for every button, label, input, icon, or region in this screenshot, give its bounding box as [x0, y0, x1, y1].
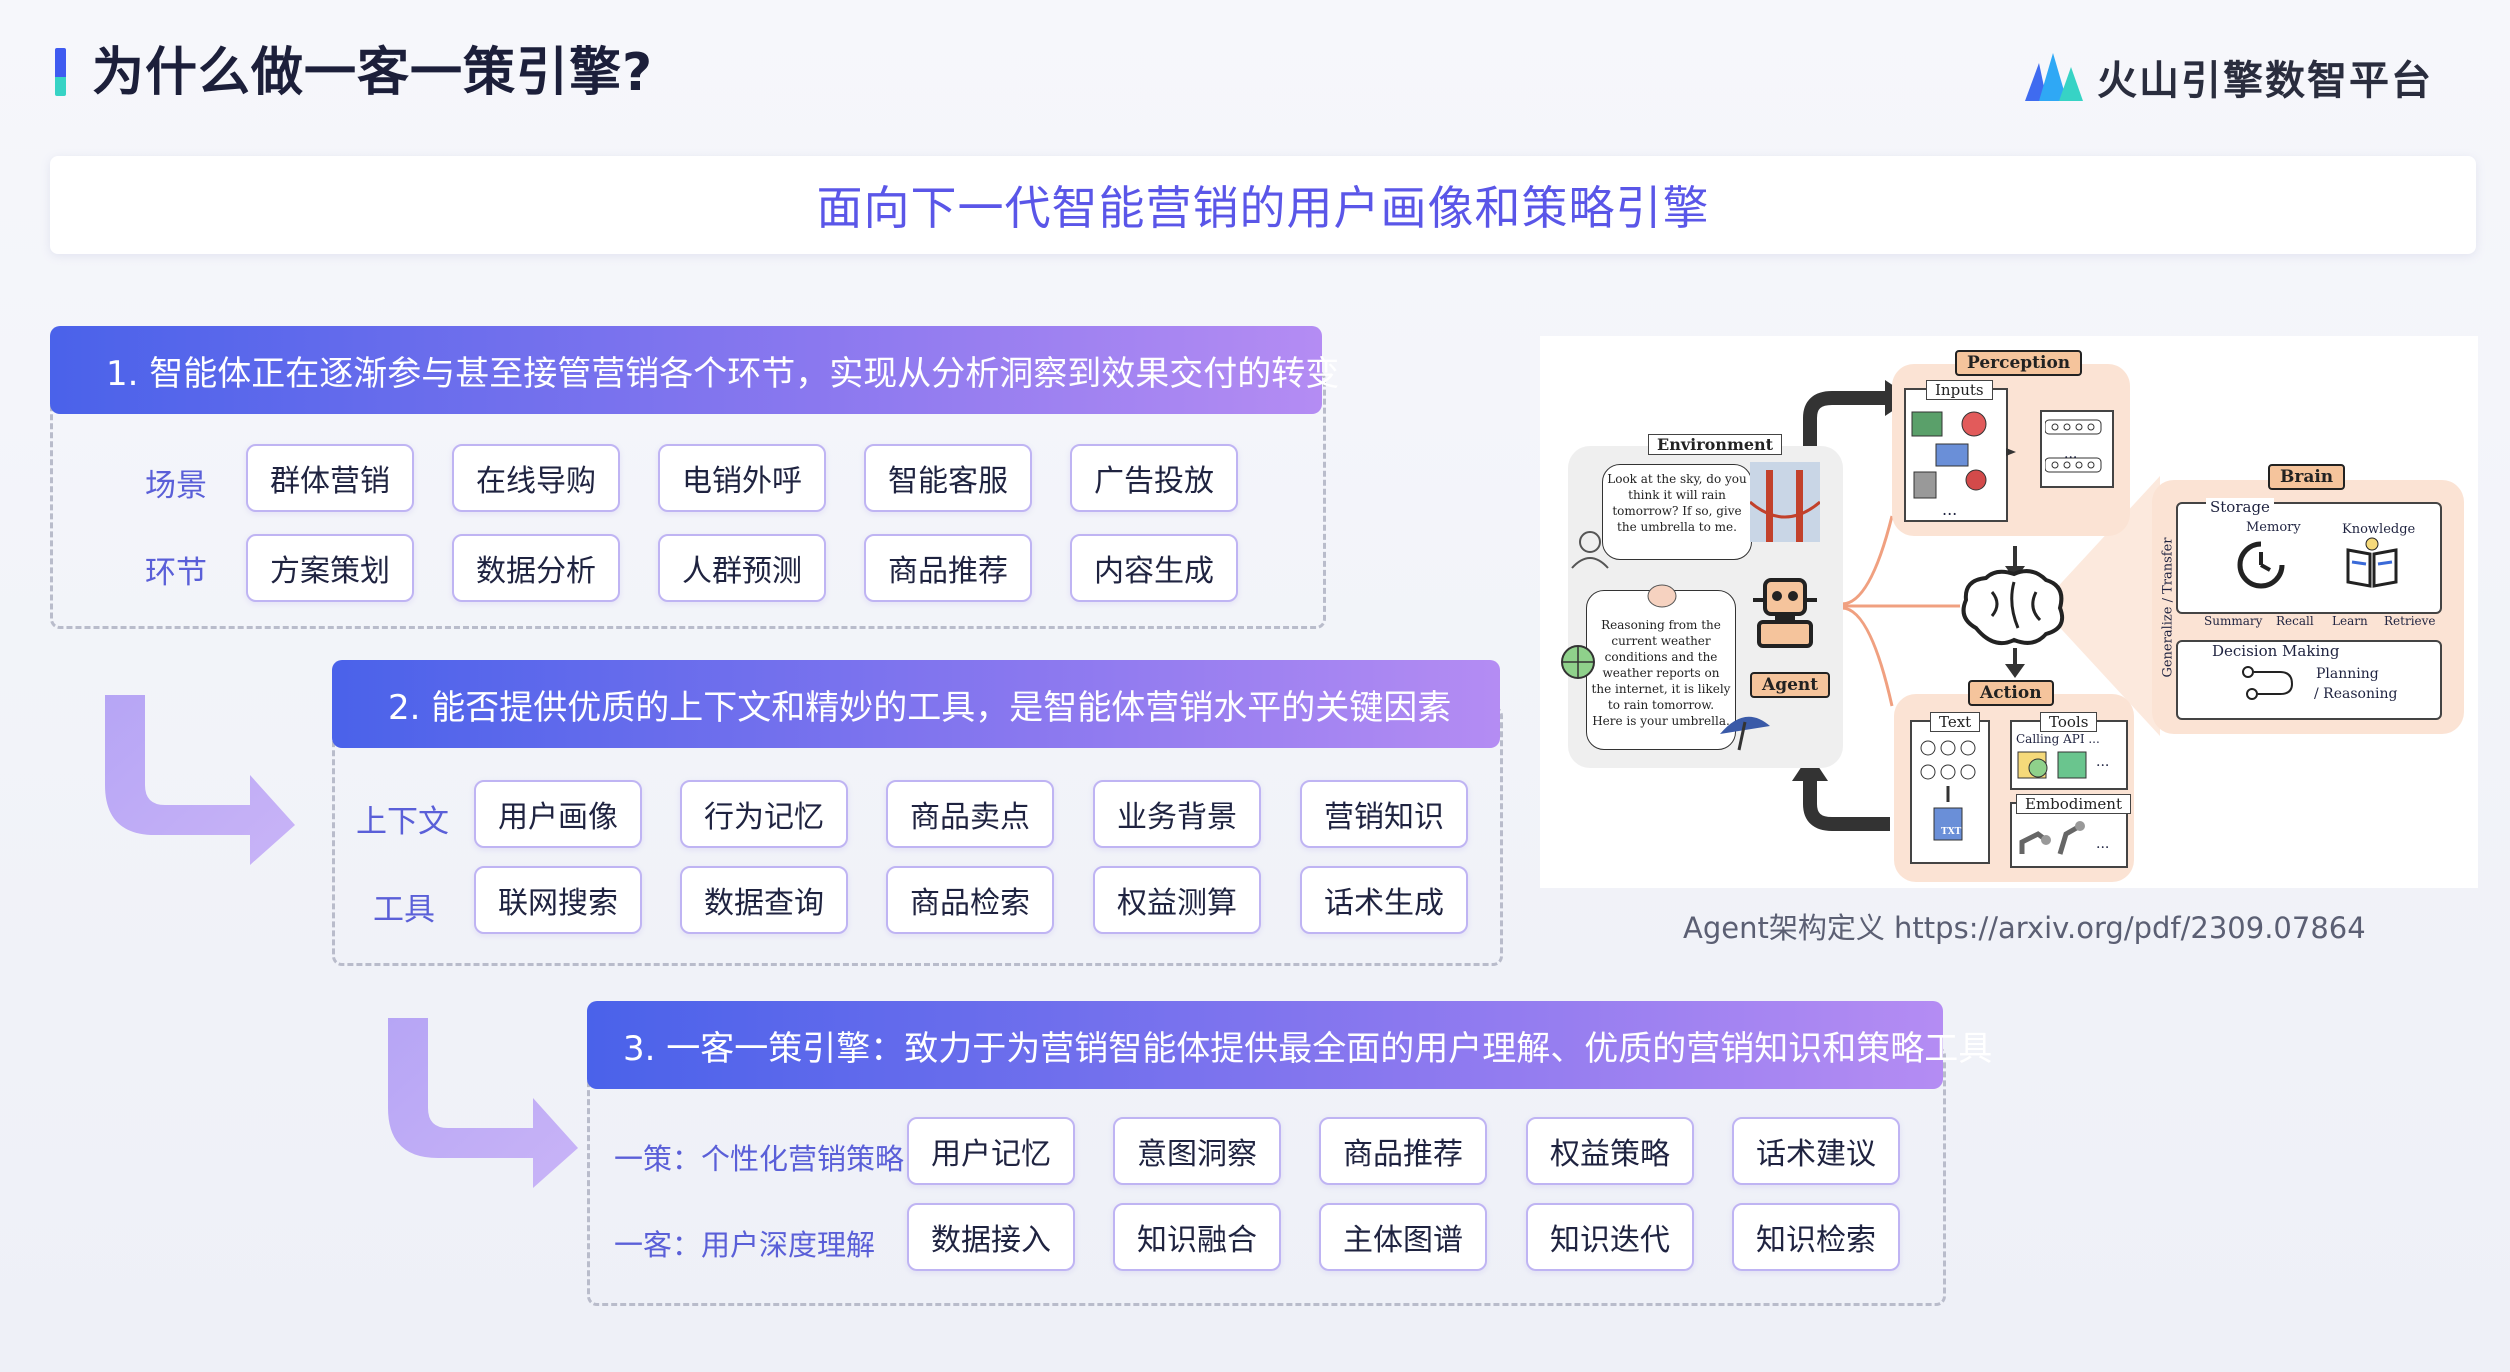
- context-chip[interactable]: 行为记忆: [680, 780, 848, 848]
- summary-label: Summary: [2204, 614, 2263, 628]
- calling-api-label: Calling API ...: [2016, 732, 2100, 746]
- section1-row-label: 场景: [145, 468, 207, 504]
- flow-arrow-icon: [388, 1018, 578, 1188]
- stage-chip[interactable]: 商品推荐: [864, 534, 1032, 602]
- text-label: Text: [1930, 712, 1981, 732]
- learn-label: Learn: [2332, 614, 2368, 628]
- tool-chip[interactable]: 权益测算: [1093, 866, 1261, 934]
- strategy-chip[interactable]: 用户记忆: [907, 1117, 1075, 1185]
- brain-label: Brain: [2268, 464, 2346, 490]
- inputs-ellipsis: ...: [1942, 500, 1958, 519]
- knowledge-book-icon: [2346, 537, 2398, 588]
- customer-chip[interactable]: 知识检索: [1732, 1203, 1900, 1271]
- section1-heading: 1. 智能体正在逐渐参与甚至接管营销各个环节，实现从分析洞察到效果交付的转变: [50, 326, 1339, 414]
- tool-chip[interactable]: 话术生成: [1300, 866, 1468, 934]
- tools-label: Tools: [2040, 712, 2098, 732]
- embodiment-label: Embodiment: [2016, 794, 2131, 814]
- storage-box: [2176, 502, 2442, 614]
- scene-chip[interactable]: 广告投放: [1070, 444, 1238, 512]
- section3-heading: 3. 一客一策引擎：致力于为营销智能体提供最全面的用户理解、优质的营销知识和策略…: [587, 1001, 1992, 1089]
- knowledge-label: Knowledge: [2342, 522, 2416, 537]
- perception-label: Perception: [1955, 350, 2083, 376]
- banner: 面向下一代智能营销的用户画像和策略引擎: [50, 156, 2476, 254]
- stage-chip[interactable]: 人群预测: [658, 534, 826, 602]
- customer-chip[interactable]: 数据接入: [907, 1203, 1075, 1271]
- brain-small-icon: [1647, 584, 1677, 608]
- stage-chip[interactable]: 方案策划: [246, 534, 414, 602]
- robot-agent-icon: [1753, 578, 1817, 648]
- action-label: Action: [1968, 680, 2054, 706]
- decision-label: Decision Making: [2212, 642, 2340, 660]
- section1-row-label: 环节: [145, 555, 207, 591]
- user-question-bubble: Look at the sky, do you think it will ra…: [1602, 464, 1752, 560]
- strategy-chip[interactable]: 权益策略: [1526, 1117, 1694, 1185]
- scene-chip[interactable]: 智能客服: [864, 444, 1032, 512]
- right-arrow-icon: [2006, 448, 2016, 456]
- generalize-label: Generalize / Transfer: [2160, 537, 2176, 678]
- page-title: 为什么做一客一策引擎?: [92, 43, 654, 103]
- brand-logo: 火山引擎数智平台: [2025, 48, 2433, 106]
- section2-row-label: 工具: [373, 892, 435, 928]
- storage-label: Storage: [2206, 498, 2274, 516]
- agent-answer-bubble: Reasoning from the current weather condi…: [1586, 590, 1736, 750]
- text-generation-icon: [1920, 740, 1976, 841]
- reasoning-label: / Reasoning: [2314, 686, 2398, 702]
- tools-ellipsis: ...: [2096, 754, 2110, 770]
- tool-chip[interactable]: 数据查询: [680, 866, 848, 934]
- section2-heading: 2. 能否提供优质的上下文和精妙的工具，是智能体营销水平的关键因素: [332, 660, 1500, 748]
- stage-chip[interactable]: 数据分析: [452, 534, 620, 602]
- person-icon: [1571, 531, 1609, 569]
- stage-chip[interactable]: 内容生成: [1070, 534, 1238, 602]
- planning-label: Planning: [2316, 666, 2379, 682]
- flow-arrow-icon: [105, 695, 295, 865]
- golden-gate-bridge-icon: [1750, 462, 1820, 542]
- diagram-caption: Agent架构定义 https://arxiv.org/pdf/2309.078…: [1683, 911, 2366, 945]
- memory-label: Memory: [2246, 520, 2301, 535]
- embodiment-ellipsis: ...: [2096, 836, 2110, 852]
- memory-clock-icon: [2237, 541, 2285, 589]
- tool-chip[interactable]: 商品检索: [886, 866, 1054, 934]
- inputs-label: Inputs: [1926, 380, 1993, 400]
- strategy-chip[interactable]: 商品推荐: [1319, 1117, 1487, 1185]
- banner-text: 面向下一代智能营销的用户画像和策略引擎: [816, 181, 1710, 235]
- tool-chip[interactable]: 联网搜索: [474, 866, 642, 934]
- recall-label: Recall: [2276, 614, 2314, 628]
- section3-row-label: 一策：个性化营销策略: [614, 1142, 905, 1176]
- context-chip[interactable]: 商品卖点: [886, 780, 1054, 848]
- strategy-chip[interactable]: 意图洞察: [1113, 1117, 1281, 1185]
- section3-row-label: 一客：用户深度理解: [614, 1228, 876, 1262]
- retrieve-label: Retrieve: [2384, 614, 2436, 628]
- customer-chip[interactable]: 知识迭代: [1526, 1203, 1694, 1271]
- encoding-ellipsis: ...: [2064, 446, 2078, 462]
- robot-arm-icon: [2019, 821, 2085, 855]
- decision-box: [2176, 640, 2442, 720]
- context-chip[interactable]: 业务背景: [1093, 780, 1261, 848]
- globe-icon: [1561, 645, 1595, 679]
- title-accent-bar: [55, 48, 66, 96]
- section2-row-label: 上下文: [356, 804, 449, 840]
- txt-label: TXT: [1941, 827, 1962, 837]
- embedding-grid-icon: [2045, 419, 2102, 473]
- api-tools-icon: [2017, 751, 2087, 779]
- environment-label: Environment: [1648, 434, 1783, 455]
- logo-text: 火山引擎数智平台: [2097, 58, 2433, 104]
- agent-label: Agent: [1750, 672, 1831, 698]
- scene-chip[interactable]: 群体营销: [246, 444, 414, 512]
- context-chip[interactable]: 营销知识: [1300, 780, 1468, 848]
- umbrella-icon: [1720, 716, 1770, 751]
- planning-flow-icon: [2242, 666, 2294, 700]
- diagram-connectors-icon: [1792, 380, 2160, 831]
- scene-chip[interactable]: 电销外呼: [658, 444, 826, 512]
- customer-chip[interactable]: 主体图谱: [1319, 1203, 1487, 1271]
- brain-icon: [1961, 569, 2065, 645]
- volcano-logo-icon: [2025, 53, 2083, 101]
- context-chip[interactable]: 用户画像: [474, 780, 642, 848]
- perception-modalities-icon: [1911, 411, 1987, 499]
- strategy-chip[interactable]: 话术建议: [1732, 1117, 1900, 1185]
- scene-chip[interactable]: 在线导购: [452, 444, 620, 512]
- customer-chip[interactable]: 知识融合: [1113, 1203, 1281, 1271]
- agent-architecture-diagram: Environment Look at the sky, do you thin…: [1540, 336, 2478, 888]
